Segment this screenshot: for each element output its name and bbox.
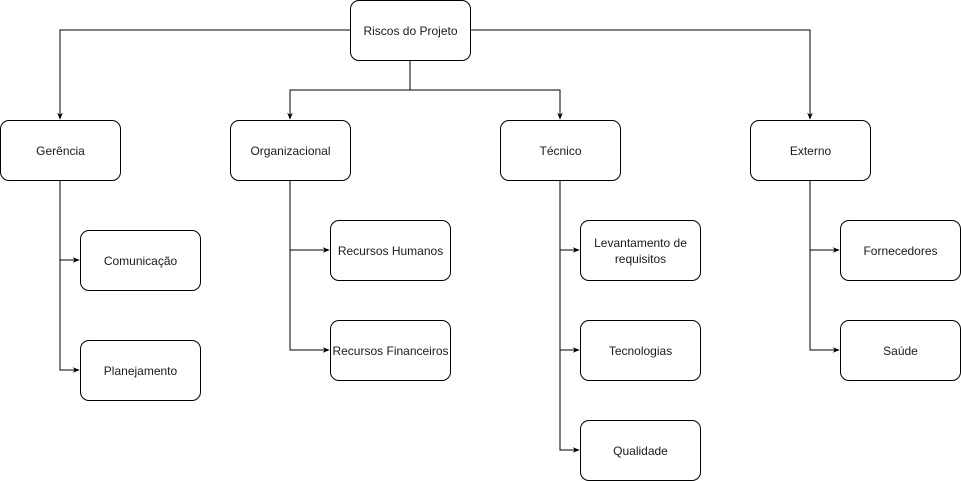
node-recursos-humanos[interactable]: Recursos Humanos: [330, 220, 451, 281]
edge-ext-fornecedores: [809, 180, 840, 253]
node-saude[interactable]: Saúde: [840, 320, 961, 381]
node-tecnico[interactable]: Técnico: [500, 120, 621, 181]
node-label: Externo: [789, 143, 832, 158]
node-tecnologias[interactable]: Tecnologias: [580, 320, 701, 381]
edge-ext-saude: [809, 250, 840, 353]
node-qualidade[interactable]: Qualidade: [580, 420, 701, 481]
node-organizacional[interactable]: Organizacional: [230, 120, 351, 181]
edge-tec-qualidade: [559, 350, 580, 453]
edge-root-organizacional: [287, 60, 411, 120]
edge-root-gerencia: [57, 29, 350, 120]
edge-tec-levantamento: [559, 180, 580, 253]
edge-root-tecnico: [410, 89, 563, 120]
node-recursos-financeiros[interactable]: Recursos Financeiros: [330, 320, 451, 381]
node-label: Saúde: [883, 343, 918, 358]
node-label: Recursos Humanos: [337, 243, 444, 258]
edge-tec-tecnologias: [559, 250, 580, 353]
node-label: Tecnologias: [608, 343, 673, 358]
node-label: Fornecedores: [863, 243, 938, 258]
edge-org-rf: [289, 250, 330, 353]
node-label: Planejamento: [103, 363, 178, 378]
node-levantamento-de-requisitos[interactable]: Levantamento de requisitos: [580, 220, 701, 281]
node-externo[interactable]: Externo: [750, 120, 871, 181]
node-riscos-do-projeto[interactable]: Riscos do Projeto: [350, 0, 471, 61]
node-comunicacao[interactable]: Comunicação: [80, 230, 201, 291]
node-label: Comunicação: [103, 253, 178, 268]
node-label: Organizacional: [250, 143, 331, 158]
edge-gerencia-comunicacao: [59, 180, 80, 263]
node-label: Gerência: [36, 143, 85, 158]
edge-root-externo: [470, 29, 813, 120]
edge-gerencia-planejamento: [59, 260, 80, 373]
node-fornecedores[interactable]: Fornecedores: [840, 220, 961, 281]
node-label: Técnico: [539, 143, 582, 158]
node-label: Qualidade: [613, 443, 668, 458]
node-label: Levantamento de requisitos: [594, 235, 687, 266]
edge-org-rh: [289, 180, 330, 253]
node-label: Recursos Financeiros: [332, 343, 449, 358]
node-gerencia[interactable]: Gerência: [0, 120, 121, 181]
node-label: Riscos do Projeto: [363, 23, 458, 38]
node-planejamento[interactable]: Planejamento: [80, 340, 201, 401]
